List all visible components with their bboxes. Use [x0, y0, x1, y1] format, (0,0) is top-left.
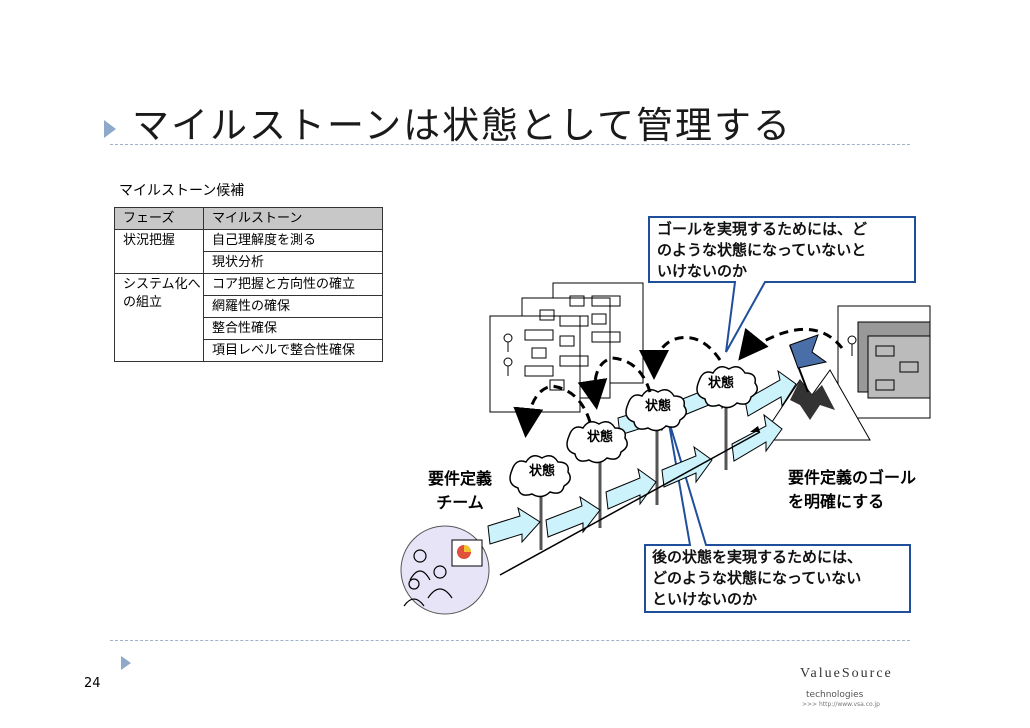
goal-label-line: 要件定義のゴール: [788, 468, 917, 487]
logo-url: >>> http://www.vsa.co.jp: [802, 701, 880, 708]
callout-top-line: いけないのか: [657, 262, 748, 280]
header-milestone: マイルストーン: [203, 207, 383, 230]
state-label: 状態: [587, 430, 614, 445]
logo-brand: ValueSource: [800, 666, 893, 681]
footer-divider: [110, 640, 910, 641]
callout-top-text: ゴールを実現するためには、ど のような状態になっていないと いけないのか: [657, 219, 867, 282]
goal-label-line: を明確にする: [788, 492, 885, 511]
milestone-table: フェーズ マイルストーン 状況把握 自己理解度を測る 現状分析 システム化への組…: [114, 207, 383, 362]
document-stack-icon: [489, 282, 644, 413]
callout-top-line: ゴールを実現するためには、ど: [657, 220, 868, 238]
milestone-cell: コア把握と方向性の確立: [203, 273, 383, 296]
milestone-cell: 自己理解度を測る: [203, 229, 383, 252]
phase-cell: システム化への組立: [114, 273, 204, 362]
table-row: 項目レベルで整合性確保: [115, 339, 383, 362]
phase-cell: 状況把握: [114, 229, 204, 274]
callout-bottom-box: [644, 417, 911, 613]
title-divider: [110, 144, 910, 145]
company-logo: ValueSource technologies >>> http://www.…: [800, 662, 940, 708]
callout-bottom-line: 後の状態を実現するためには、: [652, 548, 863, 566]
milestone-subtitle: マイルストーン候補: [119, 183, 245, 199]
callout-top-line: のような状態になっていないと: [657, 241, 867, 259]
table-header-row: フェーズ マイルストーン: [114, 207, 383, 230]
callout-bottom-line: といけないのか: [652, 590, 758, 608]
state-label: 状態: [529, 464, 556, 479]
table-row: システム化への組立 コア把握と方向性の確立: [114, 273, 383, 362]
team-meeting-illustration: [400, 525, 490, 615]
goal-document-stack-icon: [837, 305, 931, 419]
title-bullet-icon: [104, 120, 116, 138]
callout-top-box: [648, 216, 916, 353]
team-label-line: チーム: [436, 493, 484, 512]
milestone-cell: 項目レベルで整合性確保: [203, 339, 383, 362]
dashed-curved-arrows: [513, 327, 844, 438]
callout-bottom-text: 後の状態を実現するためには、 どのような状態になっていない といけないのか: [652, 547, 862, 610]
team-label-line: 要件定義: [427, 469, 492, 488]
slide-title: マイルストーンは状態として管理する: [132, 104, 793, 147]
page-number: 24: [84, 676, 101, 691]
logo-sub: technologies: [806, 690, 864, 700]
state-label: 状態: [708, 376, 735, 391]
header-phase: フェーズ: [114, 207, 204, 230]
callout-bottom-line: どのような状態になっていない: [652, 569, 862, 587]
team-label: 要件定義 チーム: [420, 467, 500, 515]
footer-bullet-icon: [121, 656, 131, 670]
goal-label: 要件定義のゴール を明確にする: [788, 466, 916, 514]
team-to-goal-arrow: [499, 431, 761, 576]
state-label: 状態: [645, 399, 672, 414]
table-row: 状況把握 自己理解度を測る: [114, 229, 383, 274]
mountain-icon: [759, 334, 871, 441]
